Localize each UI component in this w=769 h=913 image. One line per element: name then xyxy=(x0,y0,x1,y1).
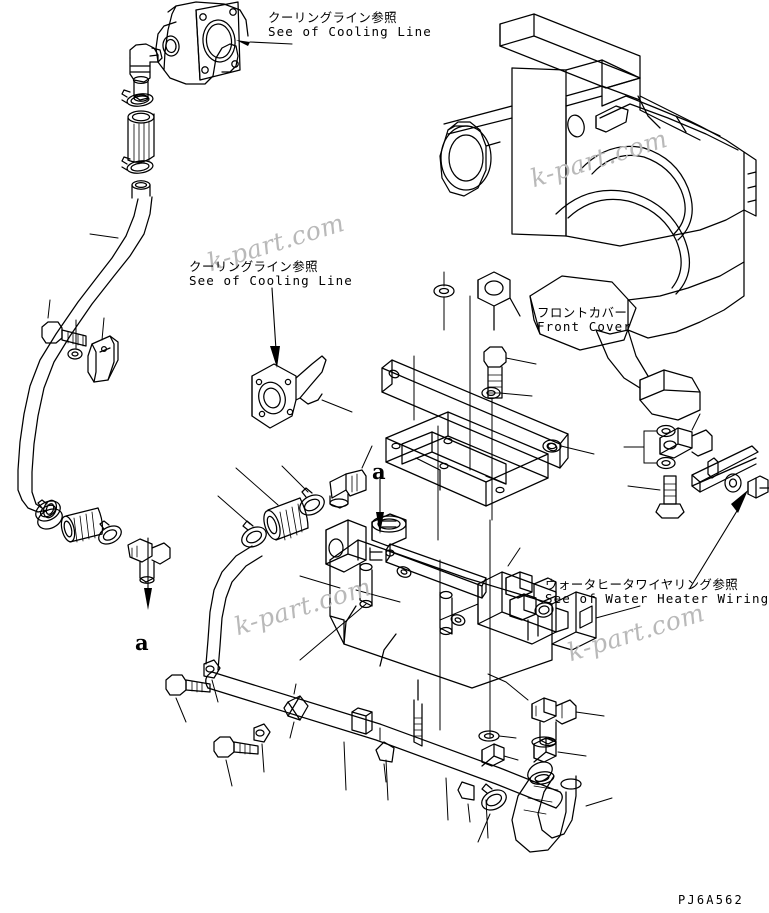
hose-center-left xyxy=(263,497,309,541)
engine-front-cover xyxy=(439,13,757,421)
washer-bottom xyxy=(478,730,517,742)
label-cooling-line-mid-jp: クーリングライン参照 xyxy=(189,259,319,274)
label-front-cover: フロントカバー Front Cover xyxy=(537,306,632,334)
washer-bracket xyxy=(481,386,533,400)
leader-lower-3 xyxy=(445,777,449,821)
rod-right xyxy=(691,445,759,493)
leader-plate-right xyxy=(691,413,701,431)
callout-a-center: a xyxy=(372,459,386,484)
label-front-cover-en: Front Cover xyxy=(537,319,632,334)
washer-frontcover xyxy=(433,271,455,331)
curved-hose-bottom xyxy=(511,771,613,853)
hose-section-left xyxy=(60,507,104,543)
hose-clamp-bottom-a xyxy=(477,783,507,843)
washer-right-lower xyxy=(643,456,676,470)
nut-bottom xyxy=(481,743,519,767)
tube-clamp-lower-3 xyxy=(457,781,475,823)
tee-fitting-right xyxy=(747,475,769,499)
bolt-left-upper xyxy=(41,321,87,347)
mount-plate-right xyxy=(659,427,713,459)
leader-flange-mid xyxy=(321,399,353,413)
arrow-cooling-mid xyxy=(270,287,280,368)
label-cooling-line-mid: クーリングライン参照 See of Cooling Line xyxy=(189,260,353,288)
clamp-lower-1 xyxy=(203,659,221,703)
hose-clamp-left-c xyxy=(98,520,122,545)
label-water-heater-wiring-jp: ウォータヒータワイヤリング参照 xyxy=(545,577,739,592)
label-front-cover-jp: フロントカバー xyxy=(537,305,628,320)
washer-left-upper xyxy=(67,348,83,360)
washer-tee-right xyxy=(724,473,742,493)
tube-bracket-clamp xyxy=(87,335,119,383)
elbow-fitting-upper xyxy=(129,43,163,102)
label-cooling-line-mid-en: See of Cooling Line xyxy=(189,273,353,288)
pipe-end-upper xyxy=(131,180,151,199)
hose-clamp-upper xyxy=(121,89,154,107)
leader-lower-2 xyxy=(385,759,389,801)
leader-cooling-top xyxy=(236,40,293,46)
leader-heater-mid xyxy=(355,589,401,603)
leader-heater-right xyxy=(595,605,641,619)
leader-lower-4 xyxy=(485,799,489,839)
leader-heater-clamp xyxy=(299,603,367,661)
bolt-right xyxy=(627,475,685,519)
washer-bracket-right xyxy=(542,439,595,455)
leader-connector-top xyxy=(507,547,521,567)
hose-clamp-left-b xyxy=(37,499,63,530)
hose-clamp-center-left-b xyxy=(299,487,325,516)
clamp-lower-2 xyxy=(253,723,271,773)
hose-section-upper xyxy=(127,110,155,165)
bolt-lower-1 xyxy=(165,674,211,723)
leader-connector xyxy=(439,603,479,621)
tube-center-left-curve xyxy=(205,545,263,671)
leader-hose-cl xyxy=(235,467,279,506)
elbow-fitting-left xyxy=(127,538,171,584)
hose-clamp-bottom-b xyxy=(527,761,553,783)
tube-clamp-lower-1 xyxy=(283,683,309,739)
hose-clamp-lower-upper xyxy=(121,156,154,174)
label-water-heater-wiring-en: See of Water Heater Wiring xyxy=(545,591,769,606)
washer-right-upper xyxy=(643,424,676,438)
flange-housing-top xyxy=(155,1,249,85)
mounting-bracket xyxy=(381,359,569,507)
heater-element-rod xyxy=(413,679,423,747)
lower-coolant-tube xyxy=(205,671,563,809)
adapter-fitting-center xyxy=(329,469,367,509)
coolant-tube-left xyxy=(17,196,153,519)
leader-clamp-cl-b xyxy=(281,465,309,493)
callout-a-left: a xyxy=(135,630,149,655)
arrow-tee-right xyxy=(689,490,748,589)
leader-clamp-cl-a xyxy=(217,495,251,525)
leader-bracket-left xyxy=(101,317,105,341)
arrow-a-center xyxy=(376,477,384,534)
leader-bolt-left xyxy=(47,299,51,319)
leader-lower-1 xyxy=(343,741,347,791)
label-water-heater-wiring: ウォータヒータワイヤリング参照 See of Water Heater Wiri… xyxy=(545,578,769,606)
label-cooling-line-top: クーリングライン参照 See of Cooling Line xyxy=(268,11,432,39)
arrow-a-left xyxy=(144,537,152,610)
bolt-lower-2 xyxy=(213,736,259,787)
leader-heater-left xyxy=(299,575,341,589)
label-cooling-line-top-en: See of Cooling Line xyxy=(268,24,432,39)
flange-fitting-mid xyxy=(251,355,327,429)
part-number: PJ6A562 xyxy=(678,893,744,907)
leader-tube-left xyxy=(89,233,119,239)
leader-adapter-center xyxy=(361,445,373,469)
label-cooling-line-top-jp: クーリングライン参照 xyxy=(268,10,398,25)
tube-clamp-lower-2 xyxy=(375,727,395,783)
elbow-fitting-bottom xyxy=(487,673,605,747)
hose-clamp-center-left-a xyxy=(241,520,267,548)
